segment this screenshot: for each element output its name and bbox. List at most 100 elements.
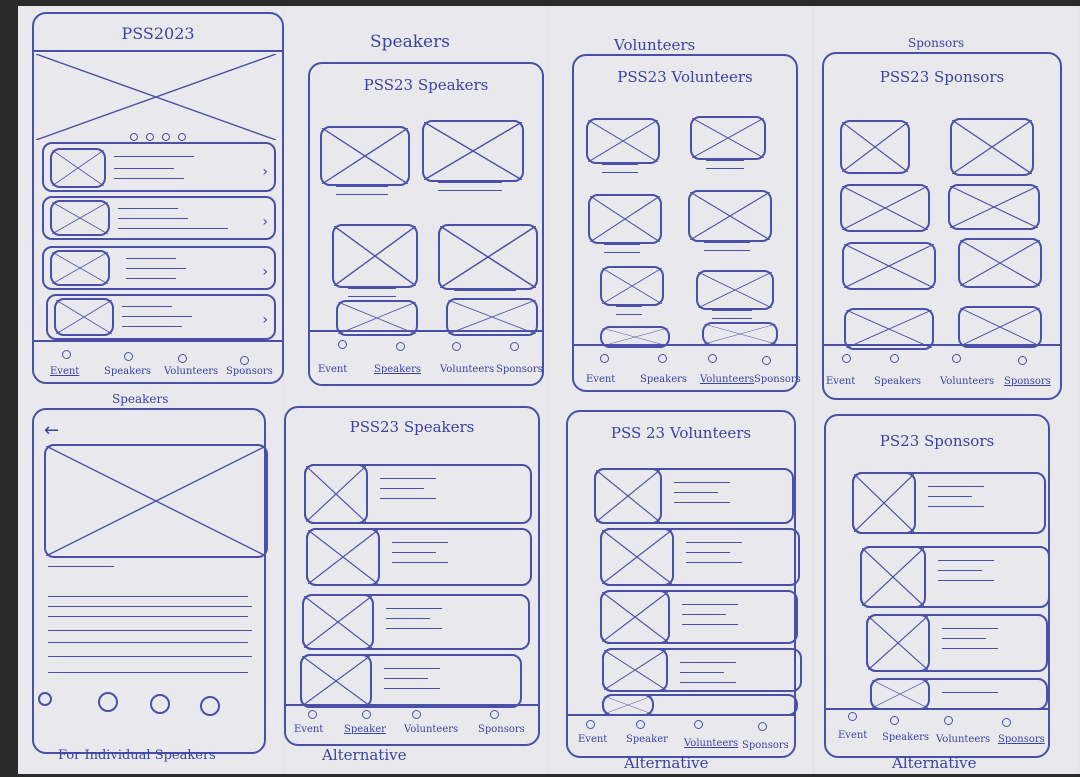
nav-event[interactable]: Event	[578, 734, 608, 745]
bottom-nav	[824, 344, 1060, 346]
grid-card-image-placeholder-icon[interactable]	[948, 184, 1040, 230]
nav-speakers[interactable]: Speakers	[374, 364, 422, 375]
grid-card-image-placeholder-icon[interactable]	[958, 238, 1042, 288]
event-card[interactable]: ›	[42, 246, 276, 290]
nav-dot[interactable]	[98, 692, 118, 712]
nav-sponsors[interactable]: Sponsors	[496, 364, 543, 375]
chevron-right-icon: ›	[262, 264, 268, 280]
nav-event[interactable]: Event	[586, 374, 616, 385]
image-placeholder-icon	[602, 648, 668, 692]
nav-event[interactable]: Event	[50, 366, 80, 377]
paper-sheet: Speakers Volunteers Sponsors PSS2023 › ›	[18, 6, 1080, 774]
left-arrow-icon[interactable]: ←	[44, 420, 60, 441]
grid-card-image-placeholder-icon[interactable]	[320, 126, 410, 186]
grid-card-image-placeholder-icon[interactable]	[696, 270, 774, 310]
grid-card-image-placeholder-icon[interactable]	[332, 224, 418, 288]
grid-card-image-placeholder-icon[interactable]	[586, 118, 660, 164]
grid-card-image-placeholder-icon[interactable]	[688, 190, 772, 242]
nav-event[interactable]: Event	[318, 364, 348, 375]
screen-speaker-detail: ←	[32, 408, 268, 754]
nav-volunteers[interactable]: Volunteers	[684, 738, 739, 749]
image-placeholder-icon	[302, 594, 374, 650]
nav-dot[interactable]	[200, 696, 220, 716]
nav-speaker[interactable]: Speaker	[626, 734, 668, 745]
grid-card-image-placeholder-icon[interactable]	[600, 266, 664, 306]
list-item[interactable]	[594, 468, 794, 524]
image-placeholder-icon	[304, 464, 368, 524]
grid-card-image-placeholder-icon[interactable]	[336, 300, 418, 336]
grid-card-image-placeholder-icon[interactable]	[446, 298, 538, 336]
grid-card-image-placeholder-icon[interactable]	[600, 326, 670, 348]
nav-volunteers[interactable]: Volunteers	[940, 376, 995, 387]
image-placeholder-icon	[866, 614, 930, 672]
list-item[interactable]	[602, 694, 798, 716]
nav-volunteers[interactable]: Volunteers	[936, 734, 991, 745]
nav-volunteers[interactable]: Volunteers	[404, 724, 459, 735]
nav-speakers[interactable]: Speakers	[874, 376, 922, 387]
list-item[interactable]	[866, 614, 1048, 672]
list-item[interactable]	[306, 528, 532, 586]
grid-card-image-placeholder-icon[interactable]	[842, 242, 936, 290]
grid-card-image-placeholder-icon[interactable]	[844, 308, 934, 350]
label-alt-3: Alternative	[892, 754, 977, 772]
speakers-grid-title: PSS23 Speakers	[363, 76, 489, 94]
event-card[interactable]: ›	[46, 294, 276, 340]
nav-dot[interactable]	[38, 692, 52, 706]
nav-speakers[interactable]: Speakers	[882, 732, 930, 743]
list-item[interactable]	[600, 528, 800, 586]
nav-sponsors[interactable]: Sponsors	[754, 374, 801, 385]
nav-volunteers[interactable]: Volunteers	[164, 366, 219, 377]
grid-card-image-placeholder-icon[interactable]	[690, 116, 766, 160]
card-thumb	[50, 148, 106, 188]
list-item[interactable]	[302, 594, 530, 650]
grid-card-image-placeholder-icon[interactable]	[422, 120, 524, 182]
grid-card-image-placeholder-icon[interactable]	[958, 306, 1042, 348]
label-detail-speakers: Speakers	[112, 392, 169, 406]
nav-speakers[interactable]: Speakers	[104, 366, 152, 377]
chevron-right-icon: ›	[262, 312, 268, 328]
speakers-list-title: PSS23 Speakers	[349, 418, 475, 436]
nav-volunteers[interactable]: Volunteers	[700, 374, 755, 385]
carousel-dots[interactable]	[126, 126, 190, 145]
list-item[interactable]	[870, 678, 1048, 710]
screen-speakers-list: PSS23 Speakers Event Speaker Volunteers …	[284, 406, 540, 746]
nav-event[interactable]: Event	[838, 730, 868, 741]
nav-sponsors[interactable]: Sponsors	[478, 724, 525, 735]
volunteers-grid-title: PSS23 Volunteers	[617, 68, 753, 86]
image-placeholder-icon	[860, 546, 926, 608]
event-card[interactable]: ›	[42, 142, 276, 192]
list-item[interactable]	[860, 546, 1050, 608]
nav-sponsors[interactable]: Sponsors	[1004, 376, 1051, 387]
list-item[interactable]	[852, 472, 1046, 534]
list-item[interactable]	[300, 654, 522, 708]
nav-dot[interactable]	[150, 694, 170, 714]
home-title: PSS2023	[121, 24, 195, 43]
grid-card-image-placeholder-icon[interactable]	[840, 184, 930, 232]
nav-sponsors[interactable]: Sponsors	[742, 740, 789, 751]
list-item[interactable]	[600, 590, 798, 644]
event-card[interactable]: ›	[42, 196, 276, 240]
sponsors-list-title: PS23 Sponsors	[879, 432, 995, 450]
image-placeholder-icon	[600, 528, 674, 586]
label-speakers: Speakers	[370, 32, 450, 52]
nav-speaker[interactable]: Speaker	[344, 724, 386, 735]
list-item[interactable]	[602, 648, 802, 692]
image-placeholder-icon	[600, 590, 670, 644]
grid-card-image-placeholder-icon[interactable]	[588, 194, 662, 244]
grid-card-image-placeholder-icon[interactable]	[950, 118, 1034, 176]
nav-sponsors[interactable]: Sponsors	[998, 734, 1045, 745]
nav-speakers[interactable]: Speakers	[640, 374, 688, 385]
nav-event[interactable]: Event	[826, 376, 856, 387]
label-individual: For Individual Speakers	[58, 748, 216, 763]
image-placeholder-icon	[300, 654, 372, 708]
grid-card-image-placeholder-icon[interactable]	[438, 224, 538, 290]
grid-card-image-placeholder-icon[interactable]	[840, 120, 910, 174]
nav-event[interactable]: Event	[294, 724, 324, 735]
screen-speakers-grid: PSS23 Speakers Event Speakers Volunteers…	[308, 62, 544, 386]
card-thumb	[50, 250, 110, 286]
nav-volunteers[interactable]: Volunteers	[440, 364, 495, 375]
screen-volunteers-list: PSS 23 Volunteers Event Speaker Voluntee…	[566, 410, 802, 758]
list-item[interactable]	[304, 464, 532, 524]
grid-card-image-placeholder-icon[interactable]	[702, 322, 778, 346]
nav-sponsors[interactable]: Sponsors	[226, 366, 273, 377]
